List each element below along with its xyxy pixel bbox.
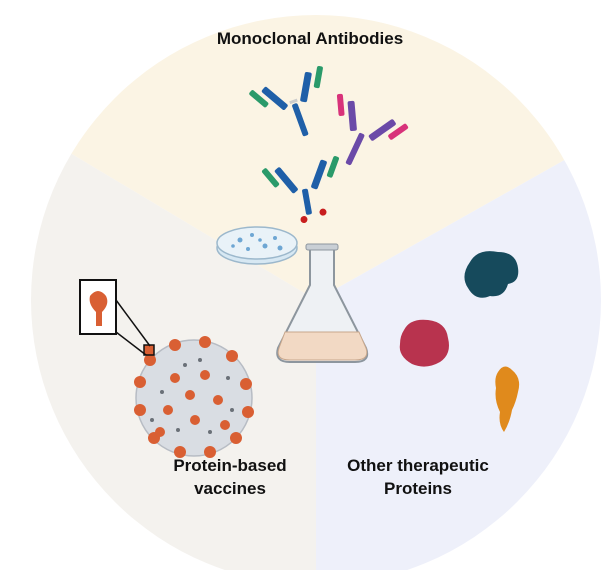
label-vaccines-line2: vaccines <box>194 479 266 498</box>
sector-monoclonal-antibodies <box>40 15 600 300</box>
petri-dish-icon <box>216 226 298 265</box>
erlenmeyer-flask-icon <box>276 243 369 363</box>
label-other-line1: Other therapeutic <box>347 456 489 475</box>
protein-blob-orange-icon <box>495 366 520 432</box>
virus-particle-icon <box>134 336 254 458</box>
label-monoclonal-text: Monoclonal Antibodies <box>216 29 404 48</box>
label-monoclonal-antibodies: Monoclonal Antibodies <box>170 27 450 50</box>
protein-blob-crimson-icon <box>399 319 449 367</box>
antibody-drug-conjugate-icon <box>262 156 339 224</box>
antibody-icon-blue <box>249 66 323 137</box>
label-other-proteins: Other therapeutic Proteins <box>318 454 518 500</box>
protein-blob-teal-icon <box>464 251 519 298</box>
antibody-icon-purple <box>336 93 409 166</box>
label-protein-vaccines: Protein-based vaccines <box>150 454 310 500</box>
spike-protein-inset <box>79 279 151 356</box>
label-other-line2: Proteins <box>383 479 453 498</box>
label-vaccines-line1: Protein-based <box>173 456 287 475</box>
